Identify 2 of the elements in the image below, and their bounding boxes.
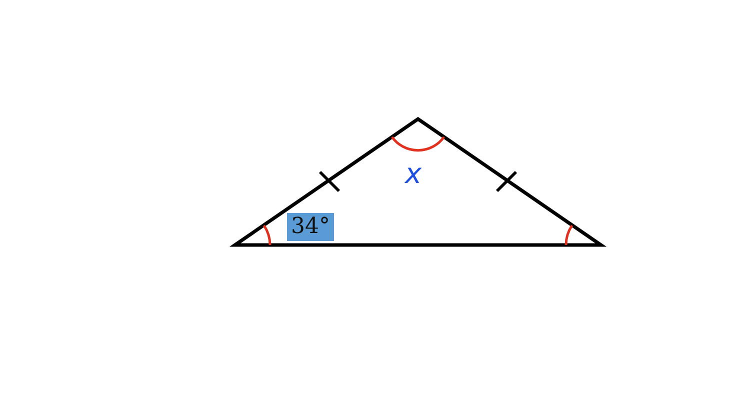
angle-label: 34° (287, 213, 334, 241)
unknown-angle-label: x (405, 160, 422, 188)
